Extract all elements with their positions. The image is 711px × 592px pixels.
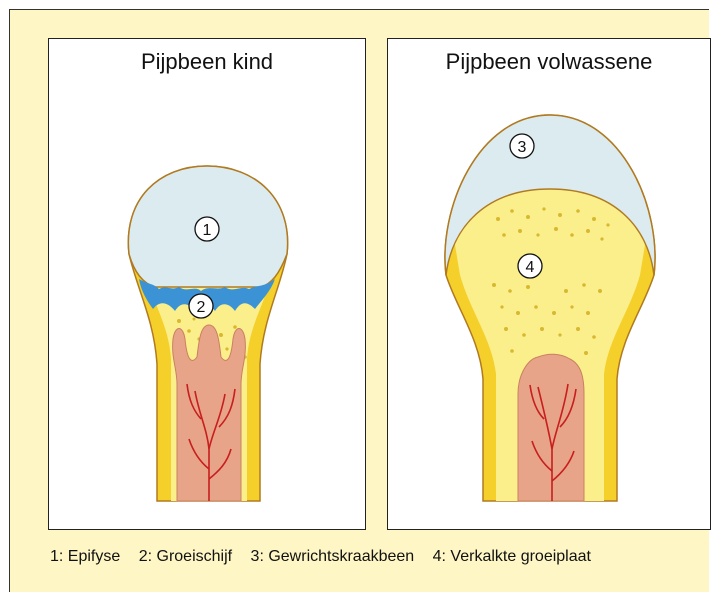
- svg-text:3: 3: [518, 139, 527, 156]
- legend-item-epifyse: 1: Epifyse: [50, 548, 120, 565]
- marker-1: 1: [195, 217, 219, 241]
- diagram-frame: Pijpbeen kind: [9, 9, 709, 592]
- legend: 1: Epifyse 2: Groeischijf 3: Gewrichtskr…: [50, 548, 605, 566]
- marker-4: 4: [518, 254, 542, 278]
- marker-3: 3: [510, 134, 534, 158]
- svg-text:4: 4: [526, 259, 535, 276]
- panel-child-bone: Pijpbeen kind: [48, 38, 366, 530]
- panel-adult-bone: Pijpbeen volwassene: [387, 38, 711, 530]
- adult-bone-illustration: 3 4: [388, 39, 711, 531]
- svg-text:1: 1: [203, 222, 212, 239]
- legend-item-groeischijf: 2: Groeischijf: [139, 548, 232, 565]
- legend-item-verkalkte-groeiplaat: 4: Verkalkte groeiplaat: [433, 548, 591, 565]
- child-bone-illustration: 1 2: [49, 39, 367, 531]
- legend-item-gewrichtskraakbeen: 3: Gewrichtskraakbeen: [251, 548, 415, 565]
- marker-2: 2: [189, 294, 213, 318]
- svg-text:2: 2: [197, 299, 206, 316]
